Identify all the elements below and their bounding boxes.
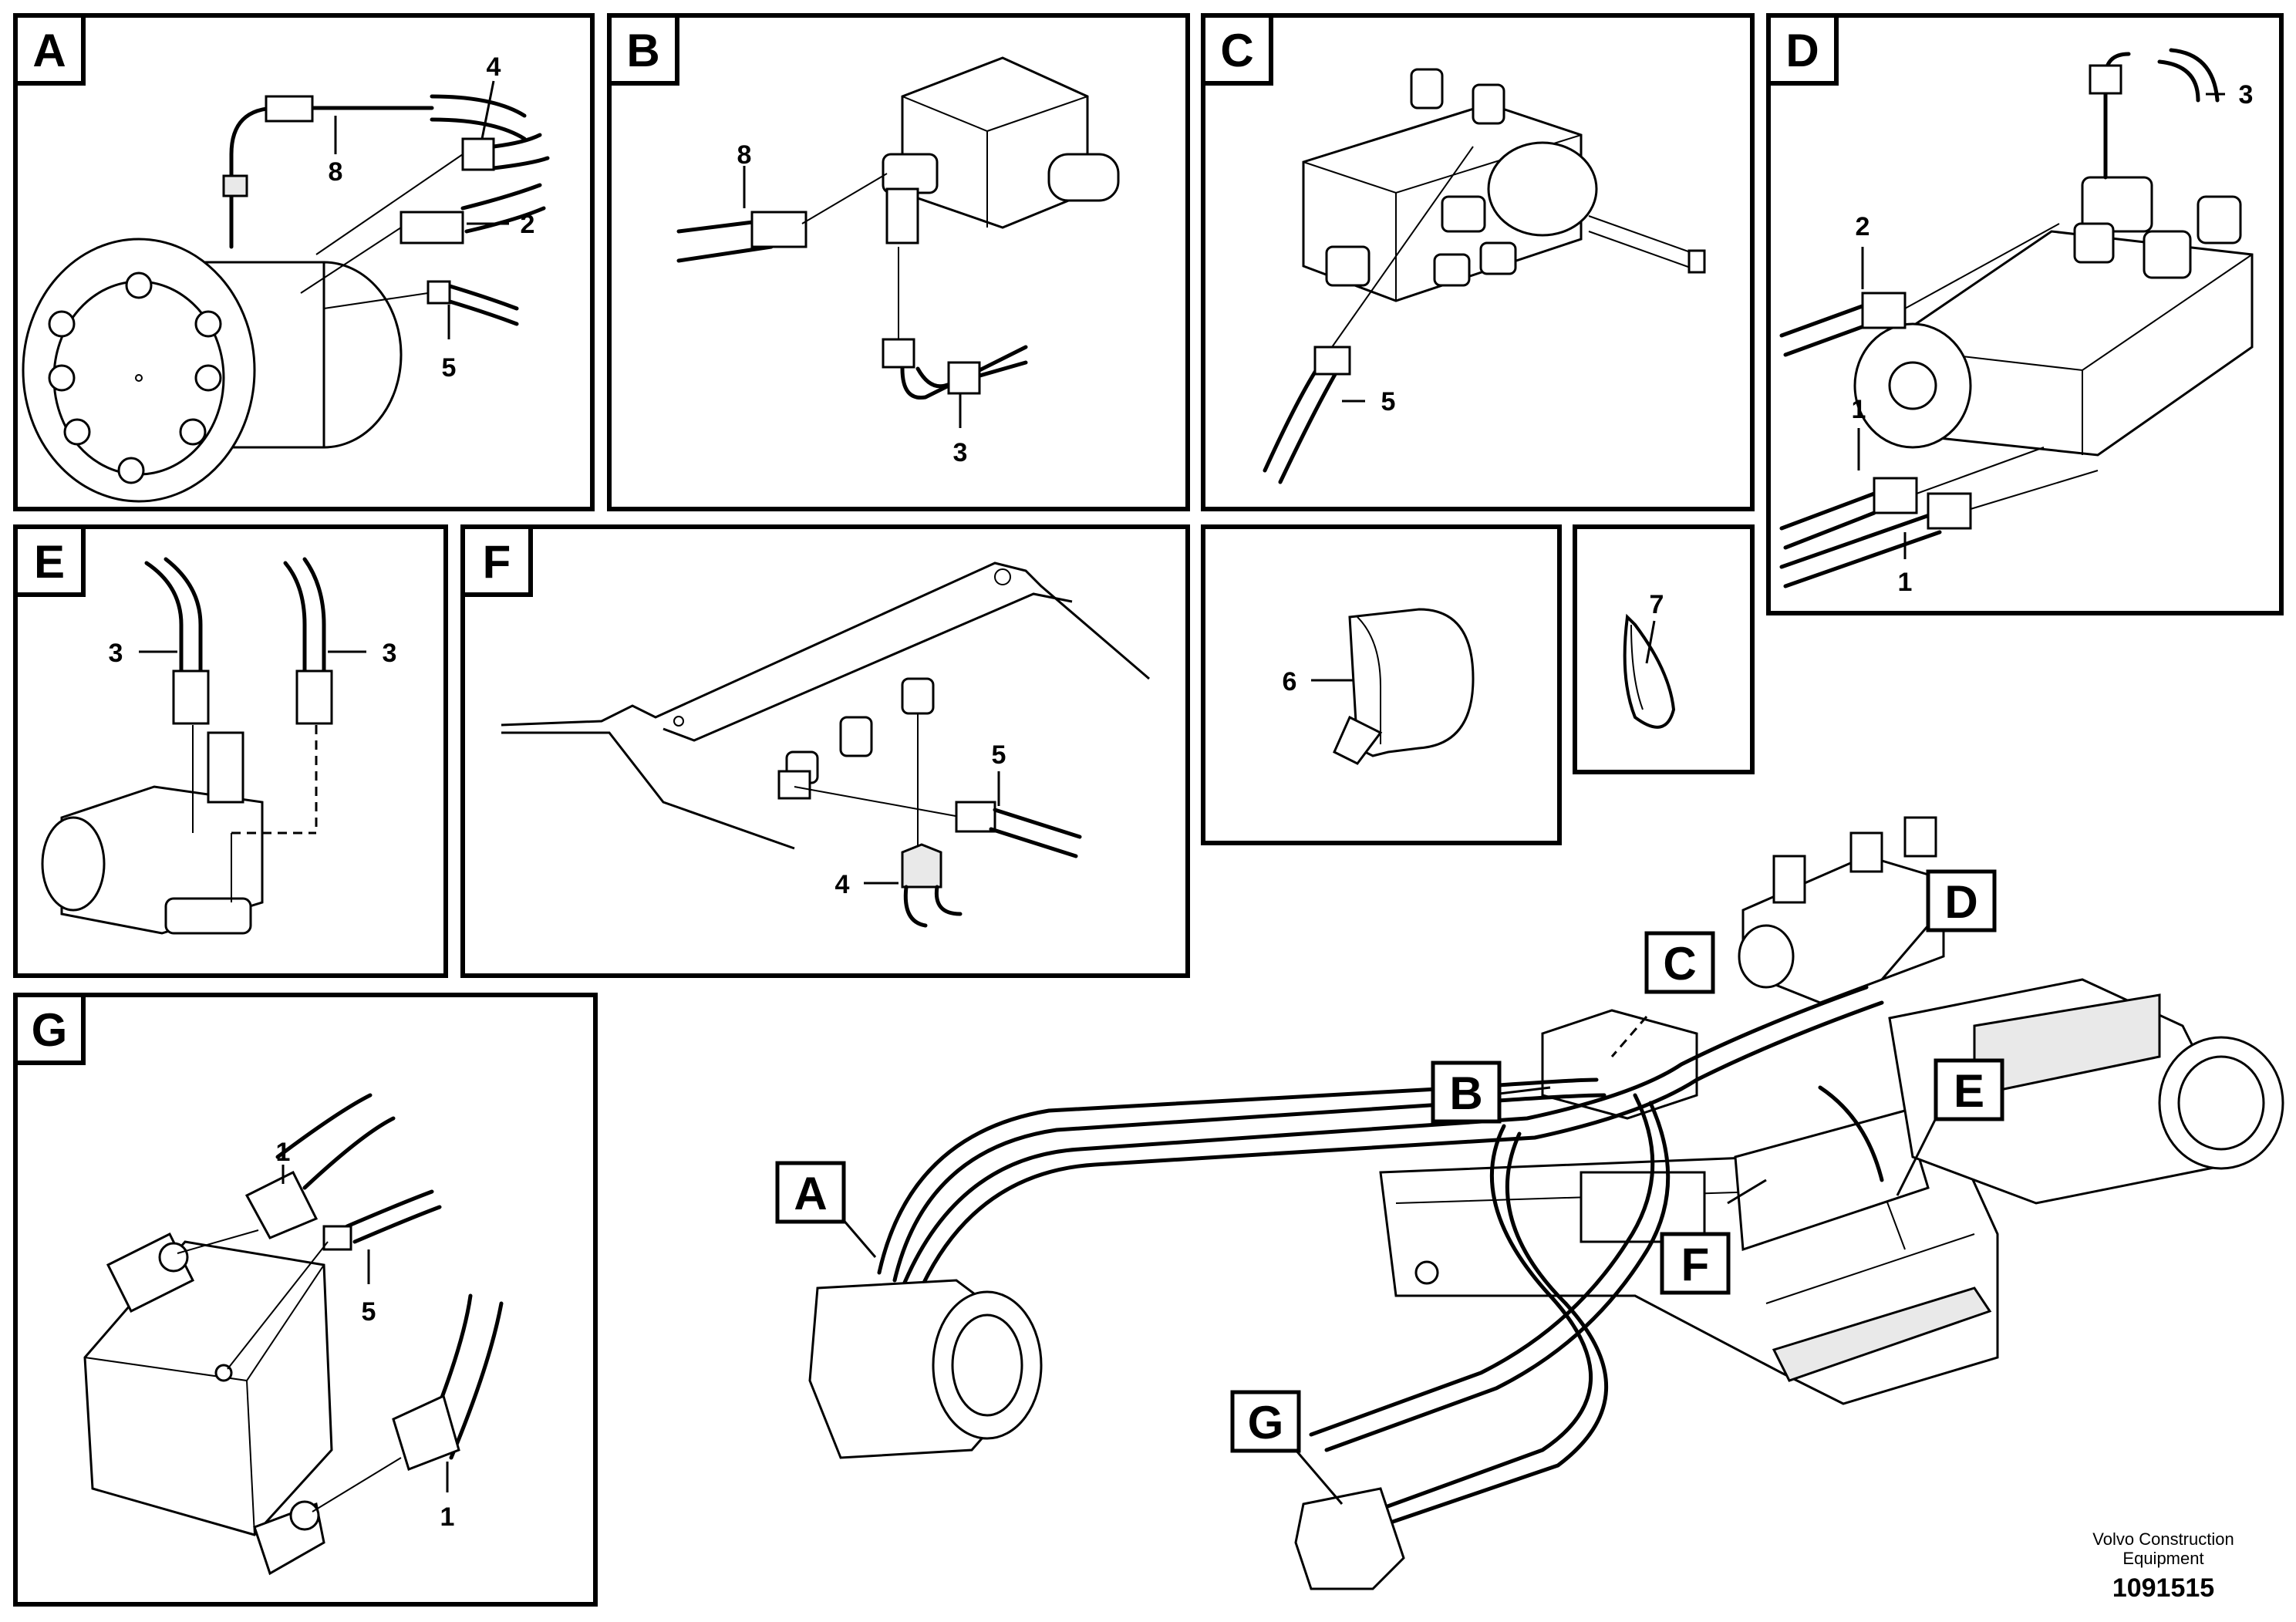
callout-a-2: 2 xyxy=(521,210,535,239)
panel-d: D 3 2 1 1 xyxy=(1766,13,2284,615)
callout-g-5: 5 xyxy=(362,1297,376,1327)
callout-e-3-left: 3 xyxy=(109,639,123,668)
brand-label: Volvo Construction Equipment xyxy=(2075,1529,2252,1568)
panel-c-letter: C xyxy=(1220,25,1253,76)
document-number: 1091515 xyxy=(2112,1573,2215,1603)
callout-d-2-top: 2 xyxy=(1856,212,1870,241)
panel-b-letter: B xyxy=(626,25,659,76)
callout-f-5: 5 xyxy=(992,740,1006,770)
panel-e-letter: E xyxy=(34,536,65,588)
marker-g: G xyxy=(1248,1397,1284,1448)
marker-e: E xyxy=(1954,1065,1984,1117)
panel-tie: 7 xyxy=(1573,524,1755,774)
callout-d-1-upper: 1 xyxy=(1852,395,1866,424)
panel-clamp: 6 xyxy=(1201,524,1562,845)
panel-f: F 5 4 xyxy=(460,524,1190,978)
callout-a-5: 5 xyxy=(442,353,457,383)
callout-6: 6 xyxy=(1283,667,1297,696)
panel-f-letter: F xyxy=(483,536,511,588)
callout-b-8: 8 xyxy=(737,140,752,170)
marker-f: F xyxy=(1681,1239,1710,1290)
callout-e-3-right: 3 xyxy=(383,639,397,668)
callout-f-4: 4 xyxy=(835,870,850,899)
brand-line-2: Equipment xyxy=(2122,1549,2204,1568)
marker-a: A xyxy=(794,1168,827,1219)
callout-d-3: 3 xyxy=(2239,80,2254,110)
callout-c-5: 5 xyxy=(1381,387,1396,416)
panel-a: A 4 8 2 5 xyxy=(13,13,595,511)
callout-g-1-bottom: 1 xyxy=(440,1502,455,1532)
callout-a-4: 4 xyxy=(487,52,501,82)
overview-assembly: A B C D E F G xyxy=(775,816,2284,1590)
panel-c: C 5 xyxy=(1201,13,1755,511)
callout-g-1-top: 1 xyxy=(276,1138,291,1167)
panel-e: E 3 3 xyxy=(13,524,448,978)
callout-d-1-lower: 1 xyxy=(1898,568,1913,597)
panel-d-letter: D xyxy=(1785,25,1819,76)
panel-g-letter: G xyxy=(32,1004,68,1056)
marker-c: C xyxy=(1663,938,1696,990)
panel-b: B 8 3 xyxy=(607,13,1190,511)
callout-7: 7 xyxy=(1650,590,1664,619)
callout-b-3: 3 xyxy=(953,438,968,467)
panel-a-letter: A xyxy=(32,25,66,76)
marker-d: D xyxy=(1944,876,1977,928)
panel-g: G 1 5 1 xyxy=(13,993,598,1607)
brand-line-1: Volvo Construction xyxy=(2092,1529,2234,1549)
marker-b: B xyxy=(1449,1067,1482,1119)
callout-a-8: 8 xyxy=(329,157,343,187)
